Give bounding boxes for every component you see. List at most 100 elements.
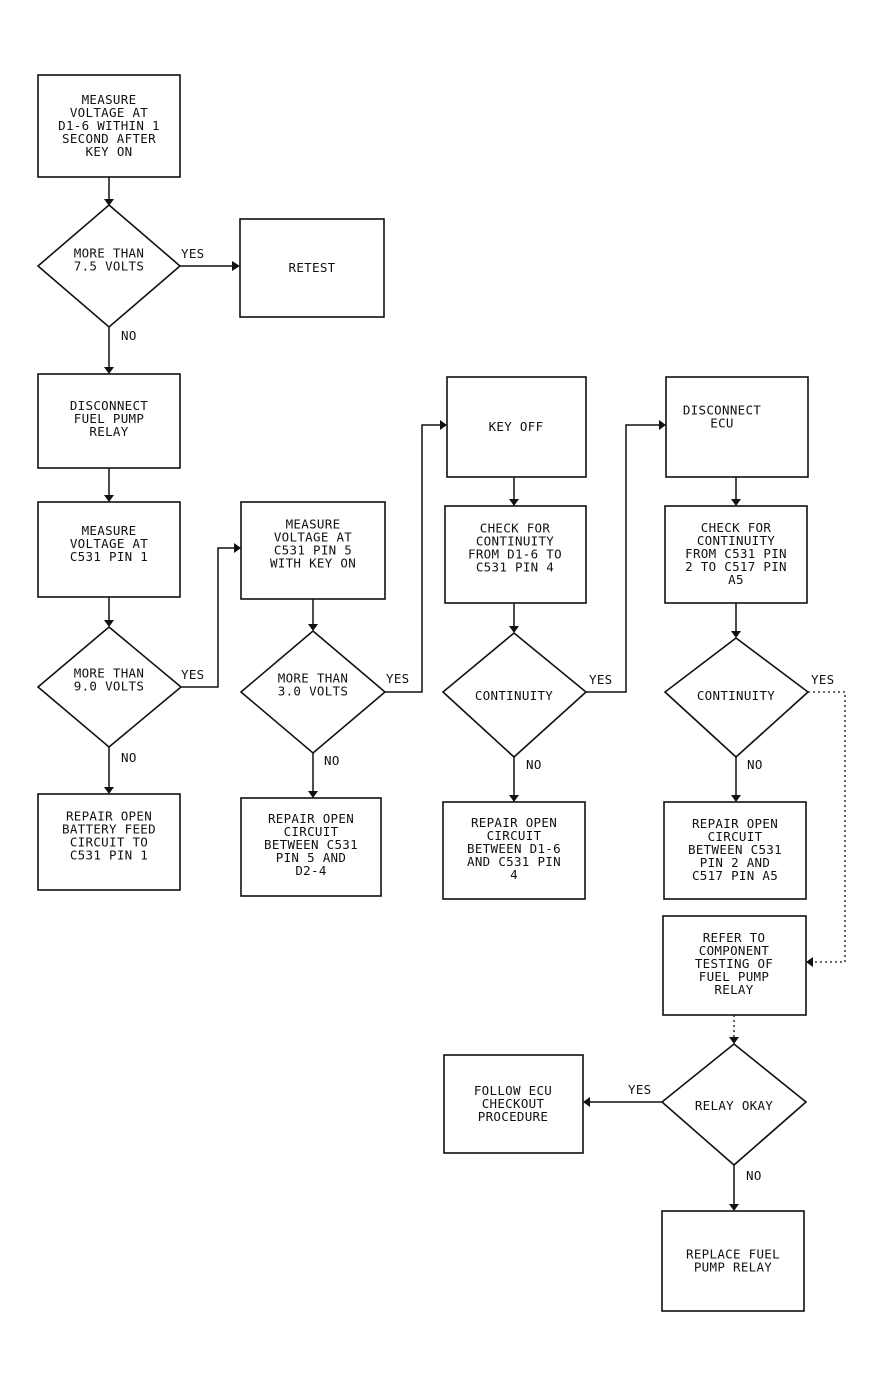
connector-decision3-to-key-off [385, 424, 441, 693]
label-no-decision3: NO [324, 753, 340, 768]
process-box [442, 801, 586, 900]
arrowhead [308, 624, 318, 631]
node-text-line: WITH KEY ON [270, 556, 356, 571]
node-text-line: CONTINUITY [476, 534, 554, 549]
node-text-line: MEASURE [82, 523, 137, 538]
node-retest: RETEST [239, 218, 385, 318]
node-text-line: REPAIR OPEN [66, 809, 152, 824]
label-yes-decision2: YES [181, 667, 204, 682]
node-text-line: DISCONNECT [683, 403, 761, 418]
node-text-line: CONTINUITY [475, 688, 553, 703]
arrowhead [234, 543, 241, 553]
node-text-line: CONTINUITY [697, 688, 775, 703]
node-text-line: KEY OFF [489, 419, 544, 434]
node-text-line: A5 [728, 572, 744, 587]
node-text-line: C531 PIN 4 [476, 560, 554, 575]
node-text-line: FUEL PUMP [74, 411, 144, 426]
node-text-line: 7.5 VOLTS [74, 259, 144, 274]
arrowhead [729, 1204, 739, 1211]
arrowhead [104, 495, 114, 502]
node-text-line: SECOND AFTER [62, 131, 156, 146]
decision-diamond [663, 636, 810, 759]
label-no-continuity1: NO [526, 757, 542, 772]
process-box [240, 501, 386, 600]
node-text-line: REPLACE FUEL [686, 1247, 780, 1262]
node-text-line: CIRCUIT [284, 824, 339, 839]
label-yes-decision3: YES [386, 671, 409, 686]
connectors [108, 177, 846, 1205]
arrowhead [509, 626, 519, 633]
label-yes-continuity2: YES [811, 672, 834, 687]
node-text: RELAY OKAY [695, 1098, 773, 1113]
arrowhead [509, 499, 519, 506]
node-text-line: MORE THAN [278, 671, 348, 686]
node-text-line: RELAY [714, 982, 753, 997]
process-box [240, 797, 382, 897]
node-text-line: REPAIR OPEN [692, 816, 778, 831]
node-text: CONTINUITY [697, 688, 775, 703]
node-text-line: MORE THAN [74, 246, 144, 261]
node-text-line: VOLTAGE AT [70, 536, 148, 551]
arrowhead [232, 261, 240, 271]
label-no-decision2: NO [121, 750, 137, 765]
process-box [37, 793, 181, 891]
label-no-decision1: NO [121, 328, 137, 343]
node-text-line: VOLTAGE AT [70, 105, 148, 120]
label-no-continuity2: NO [747, 757, 763, 772]
node-text-line: CHECKOUT [482, 1096, 545, 1111]
node-text-line: CIRCUIT [708, 829, 763, 844]
node-text-line: CIRCUIT TO [70, 835, 148, 850]
node-text-line: KEY ON [86, 144, 133, 159]
arrowhead [440, 420, 447, 430]
node-text-line: 3.0 VOLTS [278, 684, 348, 699]
node-text-line: REPAIR OPEN [268, 811, 354, 826]
process-box [37, 74, 181, 178]
arrowhead [659, 420, 666, 430]
node-text-line: MORE THAN [74, 666, 144, 681]
node-text-line: CONTINUITY [697, 533, 775, 548]
node-relay-okay: RELAY OKAY [660, 1042, 808, 1167]
node-text-line: FROM D1-6 TO [468, 547, 562, 562]
process-box [239, 218, 385, 318]
node-continuity-1: CONTINUITY [441, 631, 588, 759]
arrowhead [104, 367, 114, 374]
node-text-line: BETWEEN C531 [264, 837, 358, 852]
branch-labels: YES NO YES NO YES NO YES NO YES NO YES N… [121, 246, 834, 1183]
node-text-line: FOLLOW ECU [474, 1083, 552, 1098]
arrowhead [509, 795, 519, 802]
arrowhead [104, 787, 114, 794]
label-yes-decision1: YES [181, 246, 204, 261]
label-yes-continuity1: YES [589, 672, 612, 687]
node-text-line: CHECK FOR [701, 520, 772, 535]
node-text-line: VOLTAGE AT [274, 530, 352, 545]
node-text-line: C531 PIN 5 [274, 543, 352, 558]
process-box [37, 501, 181, 598]
node-text-line: 2 TO C517 PIN [685, 559, 787, 574]
label-yes-relay-okay: YES [628, 1082, 651, 1097]
decision-diamond [36, 203, 182, 329]
node-continuity-2: CONTINUITY [663, 636, 810, 759]
node-text-line: C531 PIN 1 [70, 549, 148, 564]
arrowhead [731, 631, 741, 638]
node-text-line: FROM C531 PIN [685, 546, 787, 561]
arrowhead [308, 791, 318, 798]
